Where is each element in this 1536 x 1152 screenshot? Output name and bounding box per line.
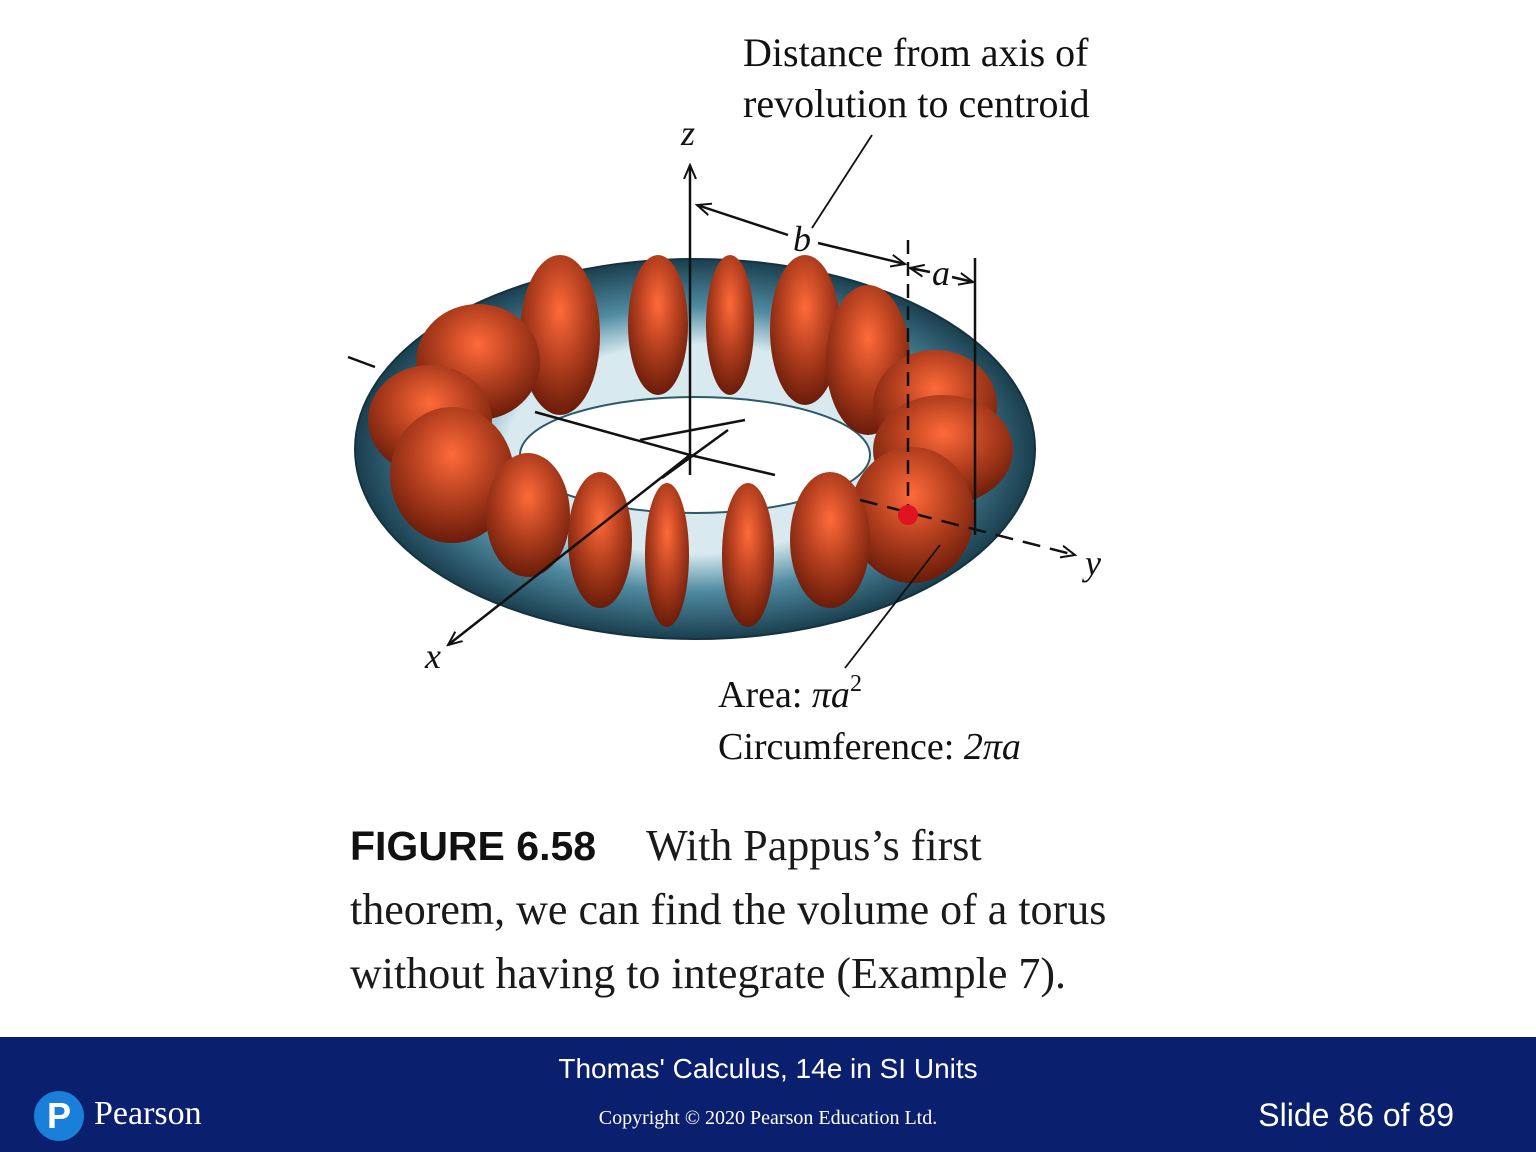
circumference-expression: 2πa (964, 726, 1021, 768)
b-dimension-left (697, 205, 789, 237)
centroid-point (898, 505, 918, 525)
distance-label-line2: revolution to centroid (743, 81, 1090, 126)
disk (520, 255, 600, 415)
distance-label-line1: Distance from axis of (743, 30, 1089, 75)
brand-name: Pearson (94, 1095, 202, 1132)
y-axis-inner (689, 453, 776, 477)
b-label: b (793, 219, 811, 259)
circumference-label: Circumference: 2πa (718, 726, 1021, 768)
figure-caption: FIGURE 6.58 With Pappus’s first theorem, … (350, 814, 1250, 1006)
disk (790, 472, 870, 608)
y-axis-label: y (1082, 543, 1101, 583)
disk (645, 483, 689, 627)
disk (770, 255, 840, 405)
slide-counter: Slide 86 of 89 (1258, 1097, 1454, 1133)
disk (722, 483, 774, 627)
x-axis (448, 454, 691, 645)
caption-text-1: With Pappus’s first (646, 821, 982, 870)
book-title: Thomas' Calculus, 14e in SI Units (558, 1053, 978, 1084)
pearson-logo-icon: P (34, 1091, 84, 1141)
slide-footer: P Pearson Thomas' Calculus, 14e in SI Un… (0, 1037, 1536, 1152)
torus-figure: Distance from axis of revolution to cent… (347, 30, 1101, 768)
disk (706, 255, 754, 395)
a-dimension-left (910, 268, 931, 272)
b-dimension-right (817, 241, 905, 264)
figure-number: FIGURE 6.58 (350, 823, 597, 869)
z-axis-label: z (680, 113, 695, 153)
area-leader-line (844, 544, 941, 669)
caption-line-1: FIGURE 6.58 With Pappus’s first (350, 814, 1250, 878)
a-dimension-right (951, 277, 973, 282)
x-axis-label: x (424, 636, 441, 676)
caption-line-3: without having to integrate (Example 7). (350, 949, 1067, 998)
caption-line-2: theorem, we can find the volume of a tor… (350, 885, 1107, 934)
coordinate-axes (347, 134, 1075, 669)
area-label: Area: πa2 (718, 671, 862, 716)
a-label: a (932, 253, 950, 293)
area-exponent: 2 (850, 671, 862, 697)
y-axis (859, 498, 1075, 555)
disk (390, 407, 514, 543)
disk (628, 255, 688, 395)
area-prefix: Area: (718, 674, 812, 716)
grid-line (661, 428, 729, 480)
disk (486, 453, 570, 577)
area-expression: πa (812, 674, 850, 716)
circumference-prefix: Circumference: (718, 726, 964, 768)
x-axis-back (347, 355, 376, 369)
copyright-notice: Copyright © 2020 Pearson Education Ltd. (598, 1107, 938, 1129)
x-axis-inner (534, 410, 691, 457)
disk (568, 472, 632, 608)
grid-line (639, 418, 746, 442)
distance-leader-line (811, 134, 873, 229)
